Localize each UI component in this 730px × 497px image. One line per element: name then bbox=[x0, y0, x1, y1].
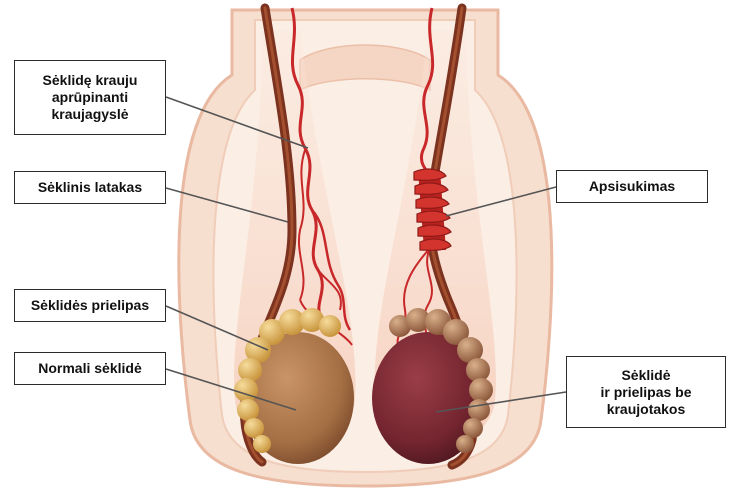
label-testicular-artery: Sėklidę krauju aprūpinanti kraujagyslė bbox=[14, 60, 166, 135]
label-torsion: Apsisukimas bbox=[556, 170, 708, 203]
label-vas-deferens: Sėklinis latakas bbox=[14, 171, 166, 204]
label-normal-testis: Normali sėklidė bbox=[14, 352, 166, 385]
label-epididymis: Sėklidės prielipas bbox=[14, 289, 166, 322]
label-ischemic-testis: Sėklidė ir prielipas be kraujotakos bbox=[566, 356, 726, 428]
